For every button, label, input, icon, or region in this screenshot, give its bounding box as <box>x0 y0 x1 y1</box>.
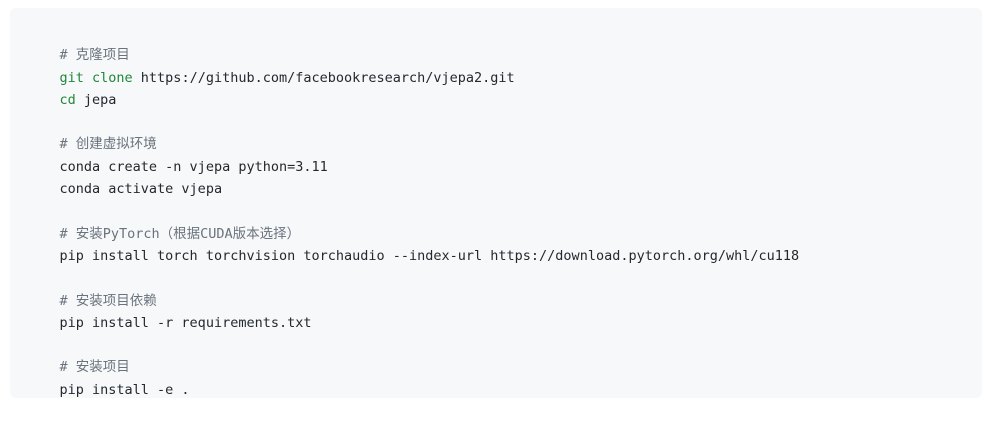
code-comment: # 克隆项目 <box>59 47 130 64</box>
code-comment: # 安装项目 <box>59 359 130 376</box>
code-block[interactable]: # 克隆项目 git clone https://github.com/face… <box>10 8 982 398</box>
code-keyword: cd <box>59 91 76 108</box>
code-keyword: git clone <box>59 69 133 86</box>
code-line-conda-activate: conda activate vjepa <box>27 156 982 197</box>
code-line-comment-clone: # 克隆项目 <box>27 22 982 63</box>
code-line-blank <box>27 89 982 111</box>
code-text: jepa <box>75 91 117 108</box>
code-text: conda create -n vjepa python=3.11 <box>59 158 328 175</box>
code-line-pip-requirements: pip install -r requirements.txt <box>27 290 982 331</box>
code-line-git-clone: git clone https://github.com/facebookres… <box>27 44 982 86</box>
code-comment: # 安装项目依赖 <box>59 292 157 309</box>
code-text: pip install torch torchvision torchaudio… <box>59 247 800 264</box>
code-line-comment-install: # 安装项目 <box>27 334 982 375</box>
code-comment: # 创建虚拟环境 <box>59 136 157 153</box>
code-line-comment-venv: # 创建虚拟环境 <box>27 111 982 152</box>
code-line-comment-deps: # 安装项目依赖 <box>27 267 982 309</box>
code-comment: # 安装PyTorch（根据CUDA版本选择） <box>59 225 301 242</box>
code-text: conda activate vjepa <box>59 181 223 198</box>
code-line-comment-pytorch: # 安装PyTorch（根据CUDA版本选择） <box>27 200 982 242</box>
code-text: https://github.com/facebookresearch/vjep… <box>132 69 515 86</box>
code-text: pip install -r requirements.txt <box>59 314 312 331</box>
code-line-cd: cd jepa <box>27 67 982 108</box>
code-line-conda-create: conda create -n vjepa python=3.11 <box>27 133 982 175</box>
code-line-pip-torch: pip install torch torchvision torchaudio… <box>27 223 982 264</box>
code-text: pip install -e . <box>59 381 190 398</box>
code-line-pip-editable: pip install -e . <box>27 356 982 398</box>
